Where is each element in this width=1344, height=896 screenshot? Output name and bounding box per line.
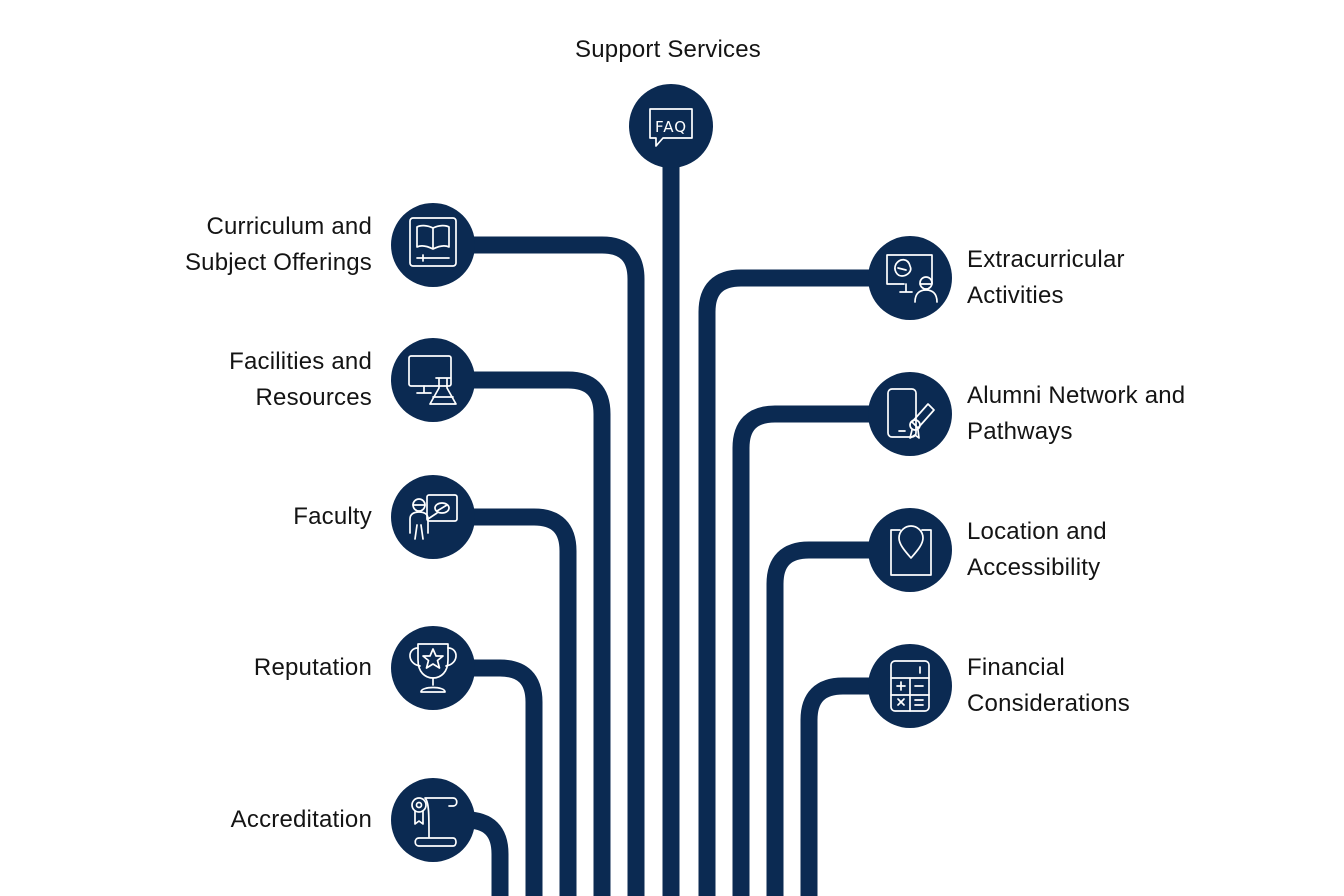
- node-circle: [868, 508, 952, 592]
- node-right-1: [868, 372, 952, 456]
- node-left-1: [391, 338, 475, 422]
- label-line: Subject Offerings: [184, 249, 372, 276]
- branch-right-3: [800, 677, 910, 896]
- node-left-2: [391, 475, 475, 559]
- branch-right-1: [732, 405, 910, 896]
- branch-nodes: FAQ: [391, 84, 952, 862]
- node-right-0: [868, 236, 952, 320]
- teacher-board-icon: [409, 494, 458, 540]
- label-line: Financial: [967, 654, 1065, 681]
- node-left-0: [391, 203, 475, 287]
- faq-chat-icon: FAQ: [649, 108, 693, 147]
- node-left-3: [391, 626, 475, 710]
- branch-left-3: [433, 659, 543, 896]
- branch-left-0: [433, 236, 645, 896]
- label-line: Reputation: [253, 654, 372, 681]
- label-line: Location and: [967, 518, 1107, 545]
- node-circle: [868, 372, 952, 456]
- label-line: Accessibility: [967, 554, 1101, 581]
- node-left-4: [391, 778, 475, 862]
- branch-left-2: [433, 508, 577, 896]
- label-line: Facilities and: [229, 348, 372, 375]
- node-circle: [391, 475, 475, 559]
- node-top: FAQ: [629, 84, 713, 168]
- label-line: Activities: [967, 282, 1064, 309]
- node-circle: [391, 338, 475, 422]
- monitor-flask-icon: [408, 355, 457, 405]
- label-line: Pathways: [967, 418, 1073, 445]
- top-label: Support Services: [575, 36, 761, 63]
- trophy-star-icon: [409, 643, 457, 693]
- node-circle: [391, 626, 475, 710]
- certificate-scroll-icon: [411, 797, 458, 847]
- label-line: Considerations: [967, 690, 1130, 717]
- label-line: Accreditation: [230, 806, 372, 833]
- map-pin-icon: [890, 525, 932, 576]
- book-screen-icon: [409, 217, 457, 267]
- label-line: Alumni Network and: [967, 382, 1186, 409]
- label-left-4: Accreditation: [231, 802, 372, 838]
- node-right-3: [868, 644, 952, 728]
- branch-lines: [433, 126, 910, 896]
- node-right-2: [868, 508, 952, 592]
- branch-right-2: [766, 541, 910, 896]
- branch-right-0: [698, 269, 910, 896]
- phone-diploma-icon: [887, 388, 935, 439]
- label-line: Extracurricular: [967, 246, 1125, 273]
- node-circle: [391, 778, 475, 862]
- label-line: Resources: [255, 384, 372, 411]
- label-left-3: Reputation: [254, 650, 372, 686]
- svg-text:FAQ: FAQ: [655, 118, 687, 136]
- label-line: Curriculum and: [206, 213, 372, 240]
- node-circle: [629, 84, 713, 168]
- branch-left-1: [433, 371, 611, 896]
- calculator-icon: [890, 660, 930, 712]
- label-line: Faculty: [293, 503, 372, 530]
- label-left-2: Faculty: [293, 499, 372, 535]
- node-circle: [868, 236, 952, 320]
- presentation-person-icon: [886, 254, 938, 303]
